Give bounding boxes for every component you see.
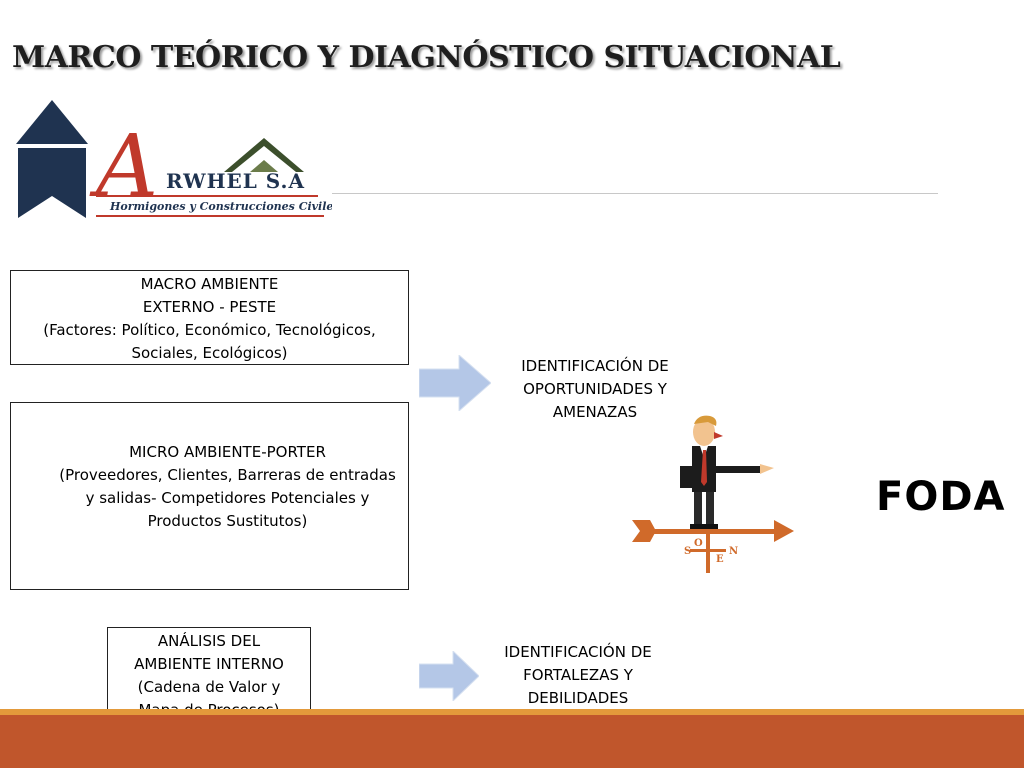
micro-line: MICRO AMBIENTE-PORTER bbox=[129, 443, 326, 461]
logo-green-roof-shadow bbox=[250, 160, 278, 172]
interno-line: (Cadena de Valor y bbox=[137, 678, 281, 696]
footer-bar bbox=[0, 715, 1024, 768]
slide-title: MARCO TEÓRICO Y DIAGNÓSTICO SITUACIONAL bbox=[12, 40, 841, 75]
macro-line: EXTERNO - PESTE bbox=[142, 298, 277, 316]
logo-tower-body bbox=[18, 148, 86, 218]
logo-letter-a: A bbox=[89, 117, 158, 217]
compass-letter: N bbox=[729, 546, 738, 557]
interno-line: ANÁLISIS DEL bbox=[157, 632, 261, 650]
arrow-right-icon bbox=[419, 355, 491, 411]
interno-line: AMBIENTE INTERNO bbox=[134, 655, 284, 673]
micro-line: (Proveedores, Clientes, Barreras de entr… bbox=[59, 466, 396, 484]
logo-subtitle: Hormigones y Construcciones Civiles bbox=[109, 200, 332, 213]
text-line: DEBILIDADES bbox=[527, 689, 629, 707]
header-divider bbox=[332, 193, 938, 194]
text-line: IDENTIFICACIÓN DE bbox=[521, 357, 669, 375]
text-line: OPORTUNIDADES Y bbox=[523, 380, 667, 398]
man-head-icon bbox=[693, 418, 715, 446]
micro-ambiente-box: MICRO AMBIENTE-PORTER (Proveedores, Clie… bbox=[10, 402, 409, 590]
foda-label: FODA bbox=[876, 474, 1006, 520]
micro-line: y salidas- Competidores Potenciales y bbox=[85, 489, 370, 507]
arrow-right-icon bbox=[419, 651, 479, 701]
compass-letter: E bbox=[716, 554, 724, 565]
text-line: FORTALEZAS Y bbox=[523, 666, 633, 684]
compass-letter: S bbox=[684, 546, 691, 557]
logo-green-roof bbox=[224, 138, 304, 172]
macro-ambiente-box: MACRO AMBIENTE EXTERNO - PESTE (Factores… bbox=[10, 270, 409, 365]
arwhel-logo: A RWHEL S.A Hormigones y Construcciones … bbox=[16, 100, 332, 218]
logo-brand: RWHEL S.A bbox=[166, 169, 305, 193]
macro-line: MACRO AMBIENTE bbox=[140, 275, 279, 293]
macro-line: (Factores: Político, Económico, Tecnológ… bbox=[43, 321, 376, 339]
text-line: IDENTIFICACIÓN DE bbox=[504, 643, 652, 661]
micro-line: Productos Sustitutos) bbox=[147, 512, 308, 530]
text-line: AMENAZAS bbox=[552, 403, 638, 421]
oportunidades-amenazas-text: IDENTIFICACIÓN DE OPORTUNIDADES Y AMENAZ… bbox=[502, 355, 688, 424]
macro-line: Sociales, Ecológicos) bbox=[131, 344, 288, 362]
fortalezas-debilidades-text: IDENTIFICACIÓN DE FORTALEZAS Y DEBILIDAD… bbox=[490, 641, 666, 710]
logo-tower-roof bbox=[16, 100, 88, 144]
businessman-weather-vane-illustration: S O E N bbox=[632, 415, 794, 573]
footer-accent-bar bbox=[0, 709, 1024, 715]
ambiente-interno-box: ANÁLISIS DEL AMBIENTE INTERNO (Cadena de… bbox=[107, 627, 311, 722]
compass-letter: O bbox=[694, 538, 703, 549]
